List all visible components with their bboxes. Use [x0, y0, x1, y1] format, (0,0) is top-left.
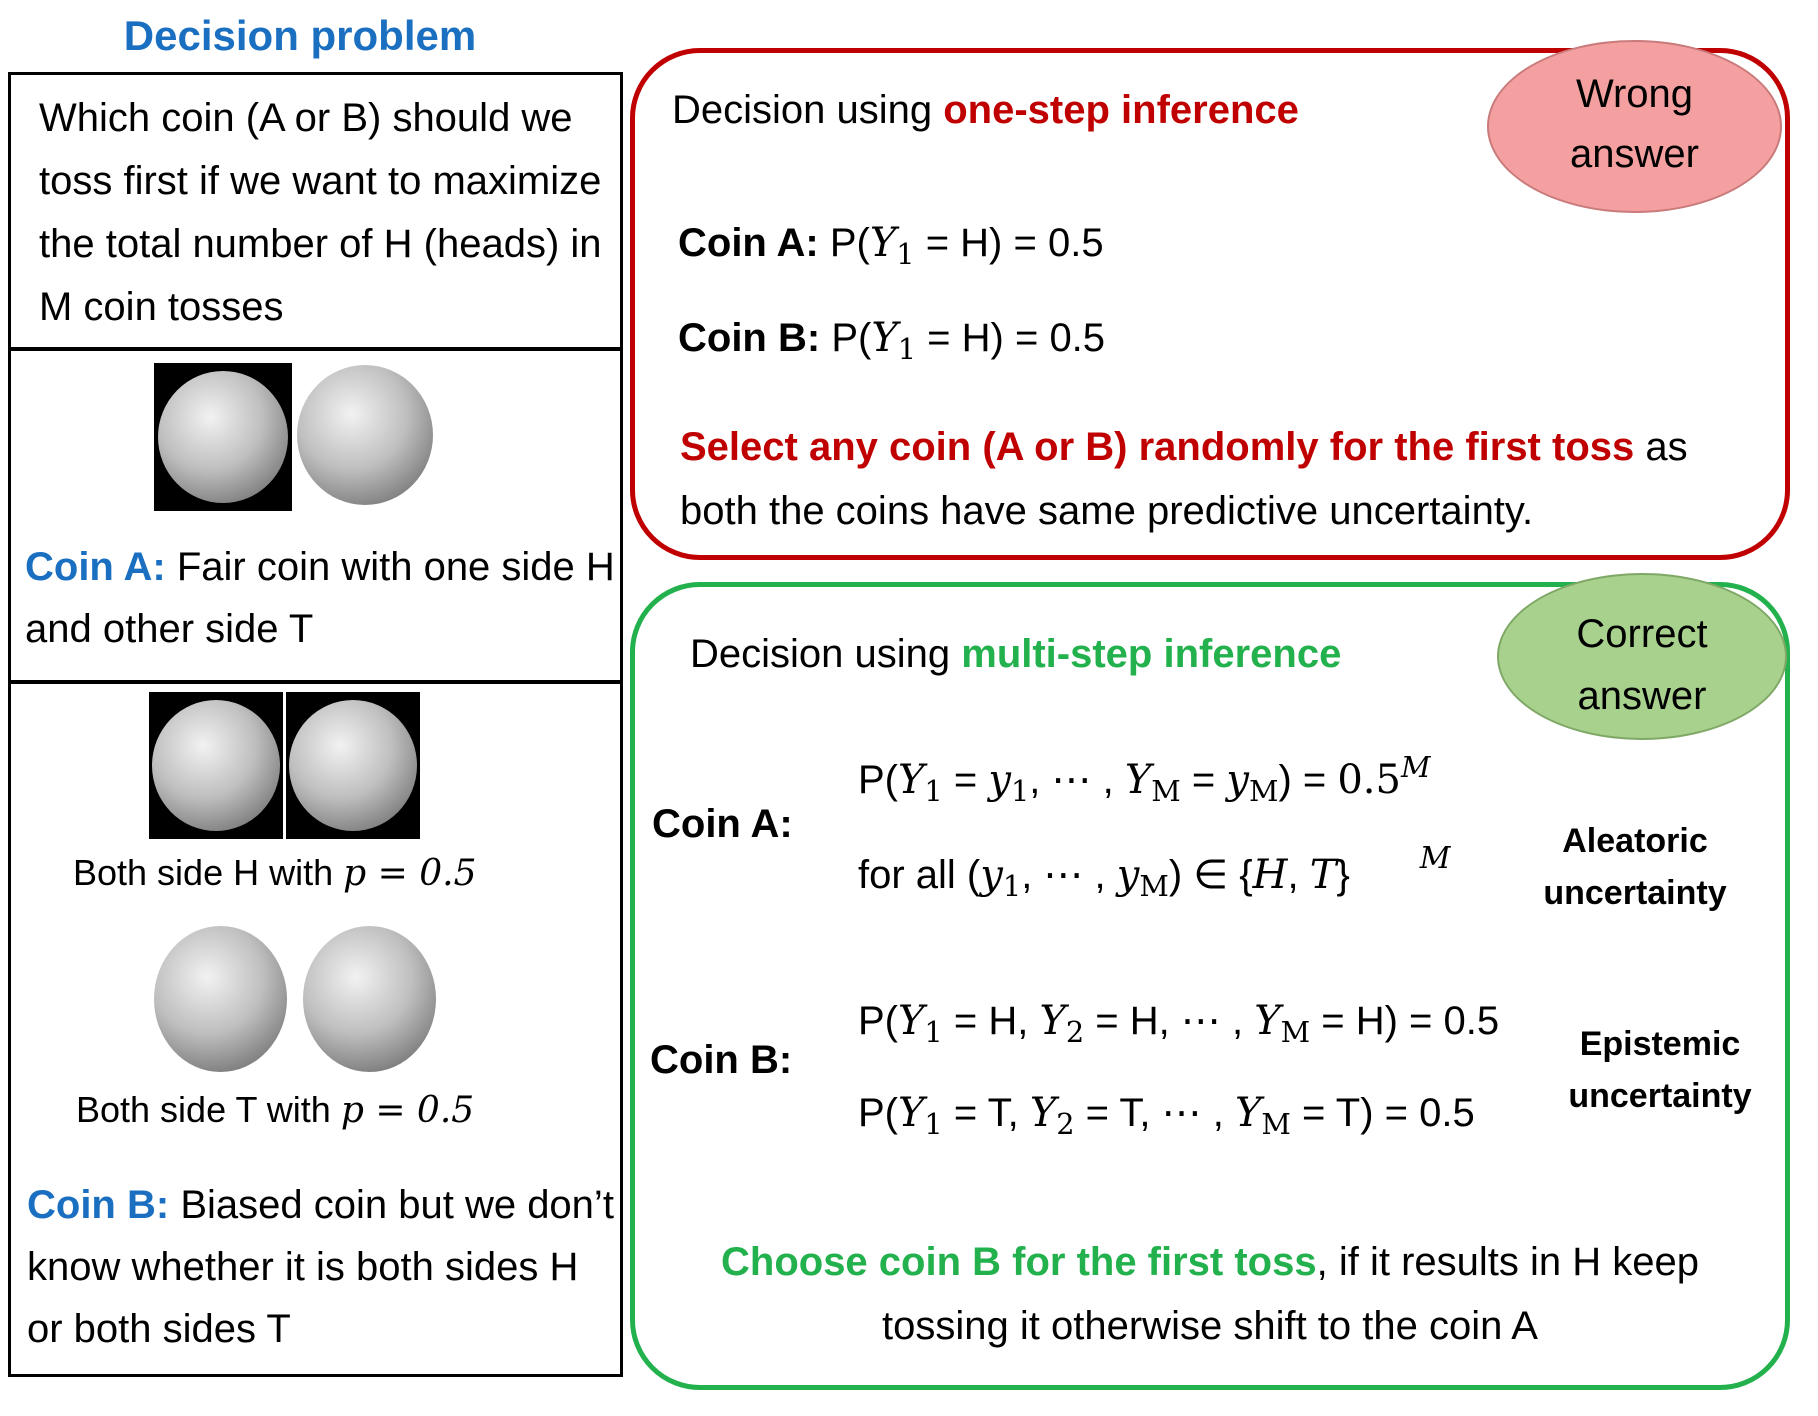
- decision-problem-title: Decision problem: [123, 12, 477, 59]
- coin-heads-image: [286, 692, 420, 839]
- coin-b-all-tails-prob: P(Y1 = T, Y2 = T, ⋯ , YM = T) = 0.5: [858, 1090, 1475, 1142]
- coin-b-label: Coin B:: [27, 1183, 170, 1227]
- both-tails-caption: Both side T with p = 0.5: [76, 1089, 475, 1131]
- wrong-answer-badge: Wrong answer: [1487, 40, 1782, 213]
- both-heads-caption: Both side H with p = 0.5: [73, 852, 477, 894]
- coin-heads-image: [154, 363, 292, 511]
- one-step-conclusion: Select any coin (A or B) randomly for th…: [680, 425, 1688, 533]
- aleatoric-uncertainty-label: Aleatoric uncertainty: [1543, 822, 1727, 912]
- coin-a-box: Coin A: Fair coin with one side H and ot…: [8, 348, 623, 683]
- coin-heads-image: [149, 692, 283, 839]
- question-box: Which coin (A or B) should we toss first…: [8, 72, 623, 350]
- one-step-coin-b-prob: Coin B: P(Y1 = H) = 0.5: [678, 315, 1106, 367]
- multi-step-coin-a-label: Coin A:: [652, 802, 793, 846]
- question-text: Which coin (A or B) should we toss first…: [39, 96, 602, 329]
- coin-b-all-heads-prob: P(Y1 = H, Y2 = H, ⋯ , YM = H) = 0.5: [858, 998, 1500, 1050]
- one-step-coin-a-prob: Coin A: P(Y1 = H) = 0.5: [678, 220, 1104, 272]
- multi-step-heading: Decision using multi-step inference: [690, 632, 1342, 676]
- coin-b-description: Biased coin but we don’t know whether it…: [27, 1183, 614, 1351]
- coin-a-label: Coin A:: [25, 545, 166, 589]
- coin-tails-image: [297, 365, 433, 505]
- coin-b-box: Both side H with p = 0.5 Both side T wit…: [8, 681, 623, 1377]
- one-step-heading: Decision using one-step inference: [672, 88, 1299, 132]
- correct-answer-badge: Correct answer: [1497, 573, 1787, 740]
- coin-a-domain: for all (y1, ⋯ , yM) ∈ {H, T}M: [858, 841, 1451, 904]
- epistemic-uncertainty-label: Epistemic uncertainty: [1568, 1025, 1752, 1115]
- one-step-inference-panel: [630, 48, 1790, 560]
- coin-a-description: Fair coin with one side H and other side…: [25, 545, 615, 651]
- coin-tails-image: [154, 926, 287, 1072]
- multi-step-conclusion: Choose coin B for the first toss, if it …: [721, 1240, 1699, 1348]
- multi-step-coin-b-label: Coin B:: [650, 1038, 793, 1082]
- coin-tails-image: [303, 926, 436, 1072]
- multi-step-inference-panel: [630, 582, 1790, 1390]
- coin-a-joint-prob: P(Y1 = y1, ⋯ , YM = yM) = 0.5M: [858, 750, 1431, 808]
